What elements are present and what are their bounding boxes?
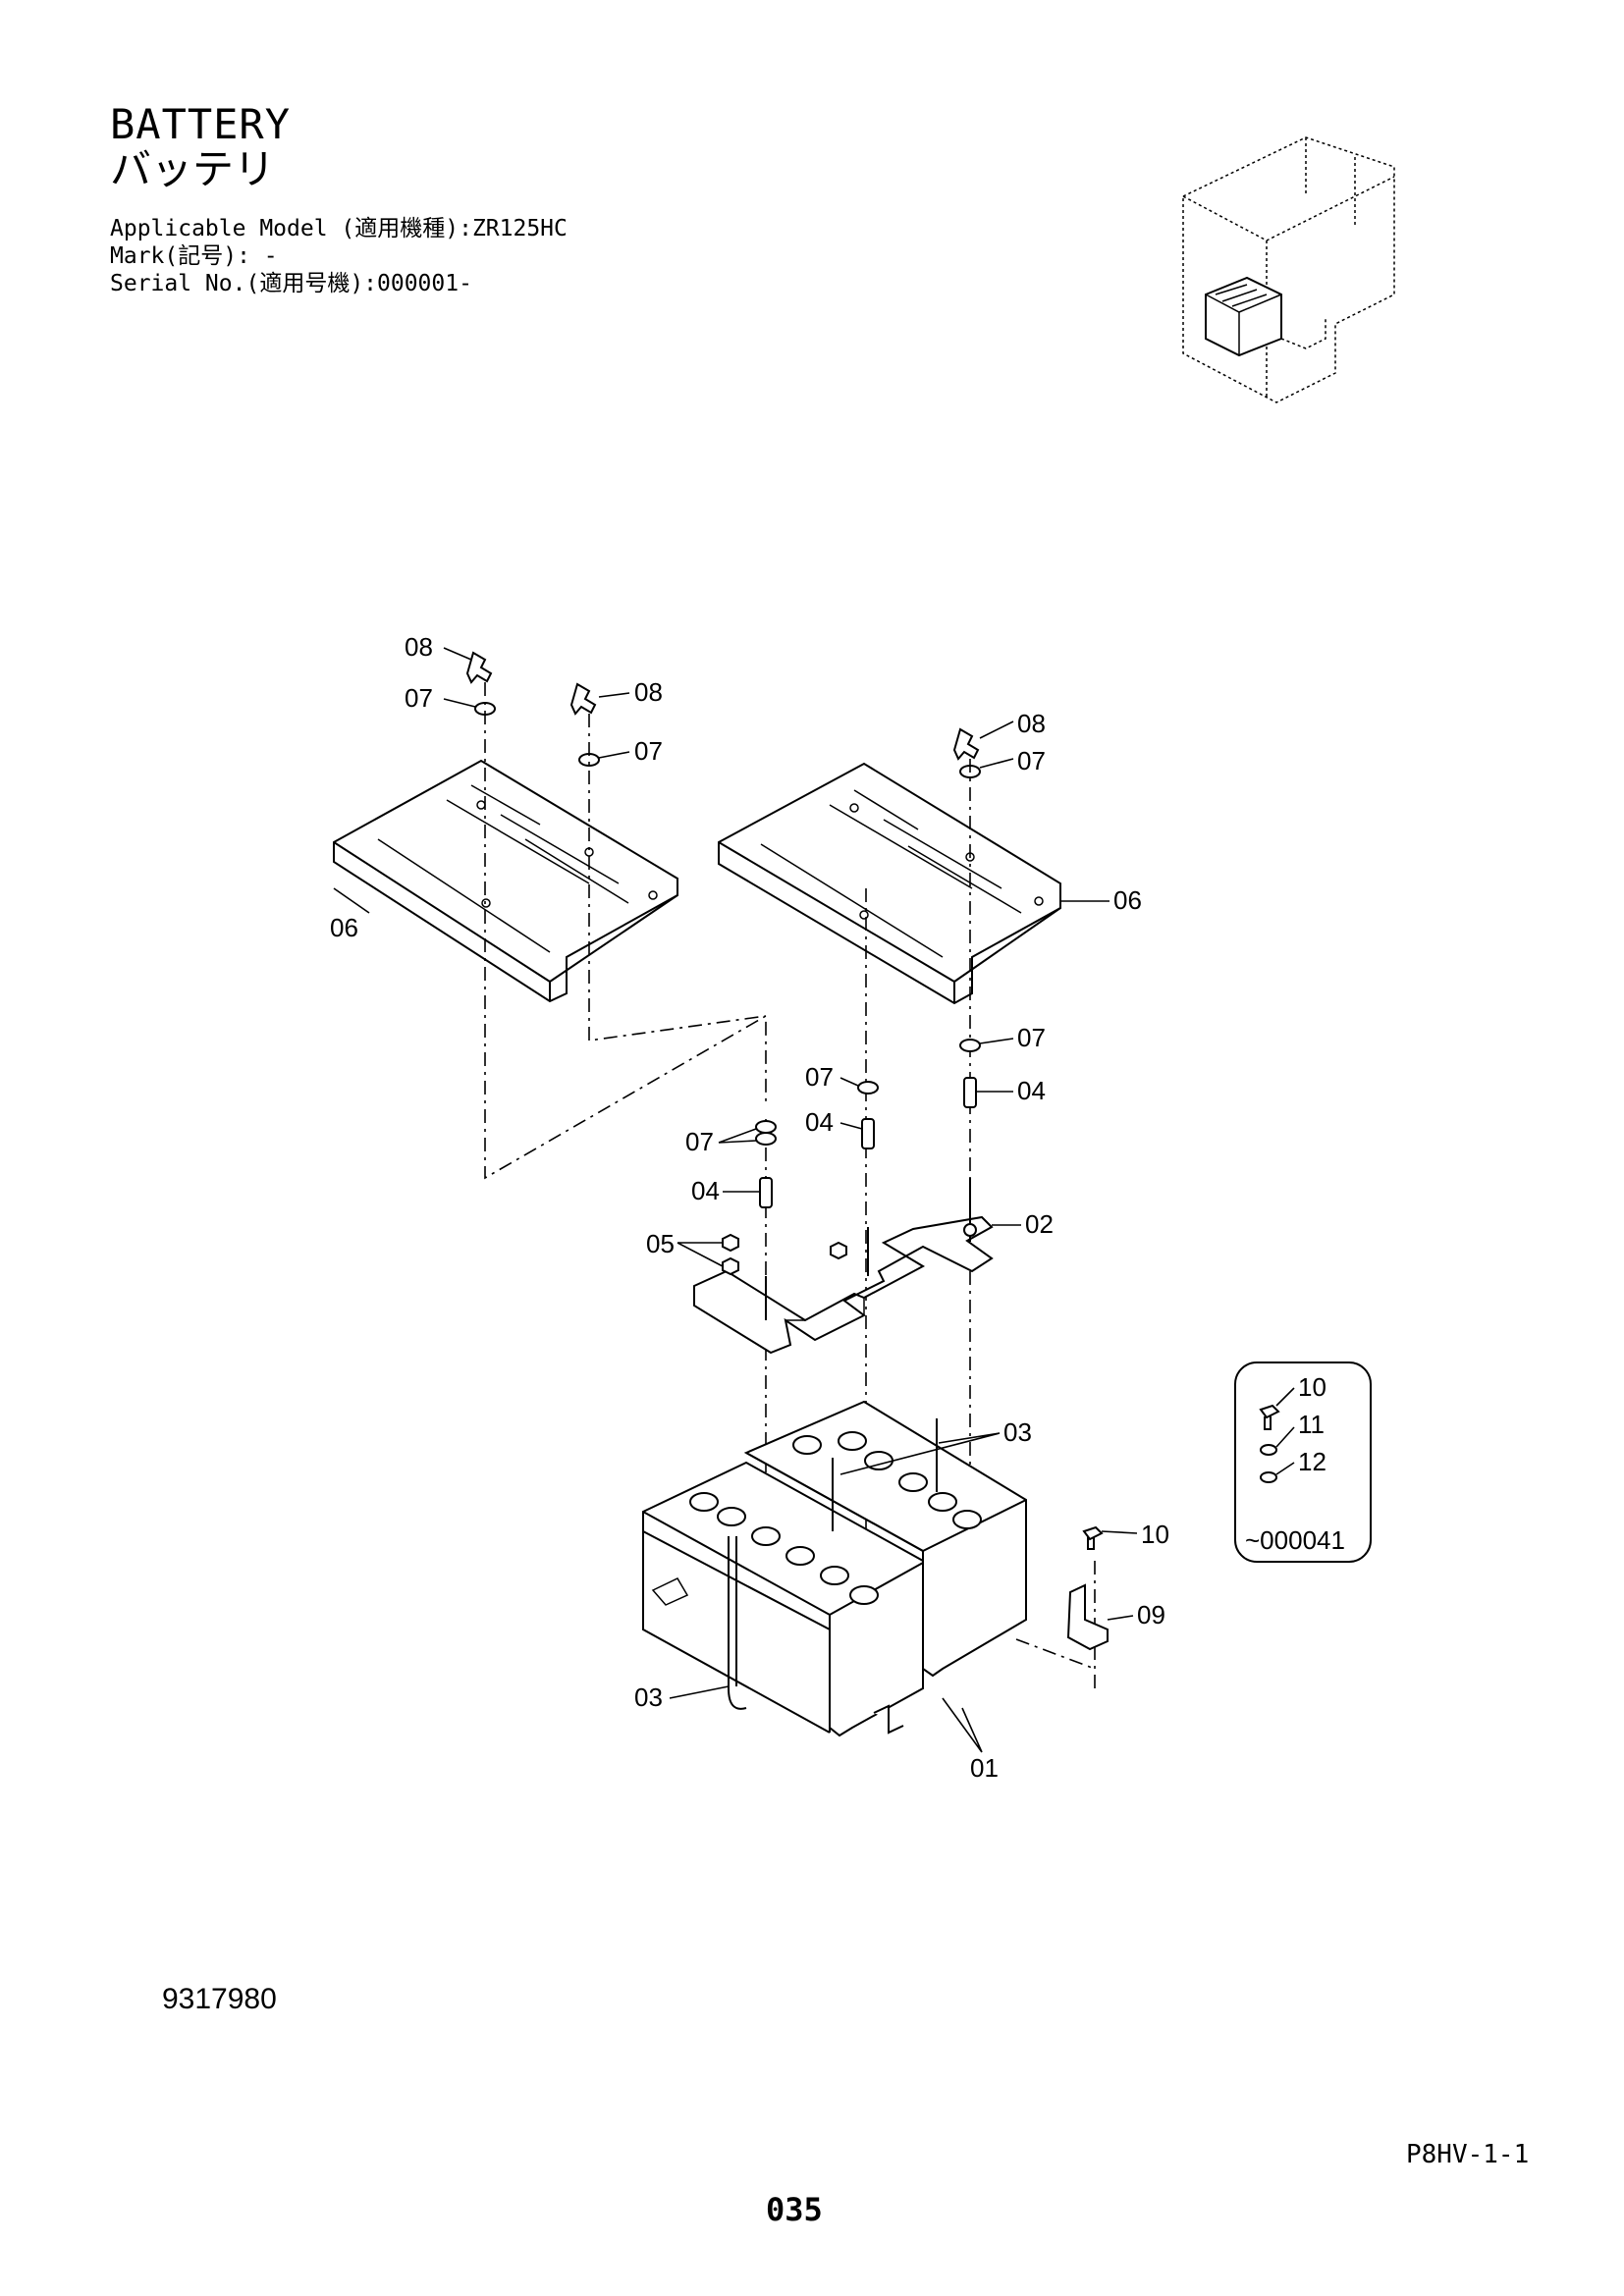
callout-05: 05	[646, 1229, 675, 1258]
drawing-number: 9317980	[162, 1983, 277, 2015]
cover-left	[333, 759, 678, 1003]
serial-range-note: ~000041	[1245, 1525, 1345, 1555]
washer-left-c	[755, 1120, 777, 1134]
callout-06-b: 06	[1113, 885, 1142, 915]
callout-07-e: 07	[805, 1062, 834, 1092]
wing-nut-left-a	[465, 651, 493, 684]
callout-11: 11	[1298, 1410, 1325, 1439]
rod-left	[728, 1536, 747, 1710]
location-thumbnail	[1182, 136, 1395, 403]
callout-07-d: 07	[1017, 1023, 1046, 1052]
nut-c	[830, 1241, 847, 1260]
callout-03-a: 03	[1003, 1417, 1032, 1447]
battery-holder	[693, 1178, 994, 1355]
centerline-2	[588, 714, 767, 1041]
centerline-6	[1015, 1638, 1096, 1670]
detail-bolt	[1259, 1404, 1280, 1430]
callout-07-b: 07	[634, 736, 663, 766]
callout-08-b: 08	[634, 677, 663, 707]
wing-nut-left-b	[569, 682, 597, 716]
callout-04-a: 04	[1017, 1076, 1046, 1105]
nut-a	[722, 1233, 739, 1253]
callout-06-a: 06	[330, 913, 358, 942]
washer-center	[857, 1081, 879, 1095]
bracket	[1066, 1583, 1109, 1651]
leader-lines	[333, 647, 1295, 1753]
callout-07-f: 07	[685, 1127, 714, 1156]
detail-washer-a	[1260, 1444, 1277, 1456]
callout-02: 02	[1025, 1209, 1054, 1239]
bolt	[1082, 1525, 1104, 1550]
page-code: P8HV-1-1	[1406, 2140, 1530, 2169]
detail-washer-b	[1260, 1471, 1277, 1483]
battery-rear	[743, 1400, 1027, 1678]
serial-number: Serial No.(適用号機):000001-	[110, 271, 472, 296]
washer-right-b	[959, 1039, 981, 1052]
callout-03-b: 03	[634, 1682, 663, 1712]
nut-b	[722, 1256, 739, 1276]
washer-left-d	[755, 1132, 777, 1146]
page-title: BATTERY	[110, 100, 292, 148]
wing-nut-right	[952, 727, 980, 761]
callout-04-c: 04	[691, 1176, 720, 1205]
spacer-left	[759, 1177, 773, 1208]
callout-07-c: 07	[1017, 746, 1046, 775]
centerline-1	[484, 682, 767, 1180]
detail-box	[1234, 1362, 1372, 1563]
callout-10-b: 10	[1298, 1372, 1326, 1402]
callout-04-b: 04	[805, 1107, 834, 1137]
callout-12: 12	[1298, 1447, 1326, 1476]
page-number: 035	[766, 2191, 823, 2228]
spacer-right	[963, 1077, 977, 1108]
callout-10-a: 10	[1141, 1520, 1169, 1549]
applicable-model: Applicable Model (適用機種):ZR125HC	[110, 216, 568, 241]
callout-01: 01	[970, 1753, 999, 1783]
page-subtitle: バッテリ	[110, 145, 276, 193]
cover-right	[718, 762, 1061, 1005]
mark-field: Mark(記号): -	[110, 243, 278, 269]
callout-08-a: 08	[405, 632, 433, 662]
callout-07-a: 07	[405, 683, 433, 713]
spacer-center	[861, 1118, 875, 1149]
callout-09: 09	[1137, 1600, 1165, 1629]
callout-08-c: 08	[1017, 709, 1046, 738]
